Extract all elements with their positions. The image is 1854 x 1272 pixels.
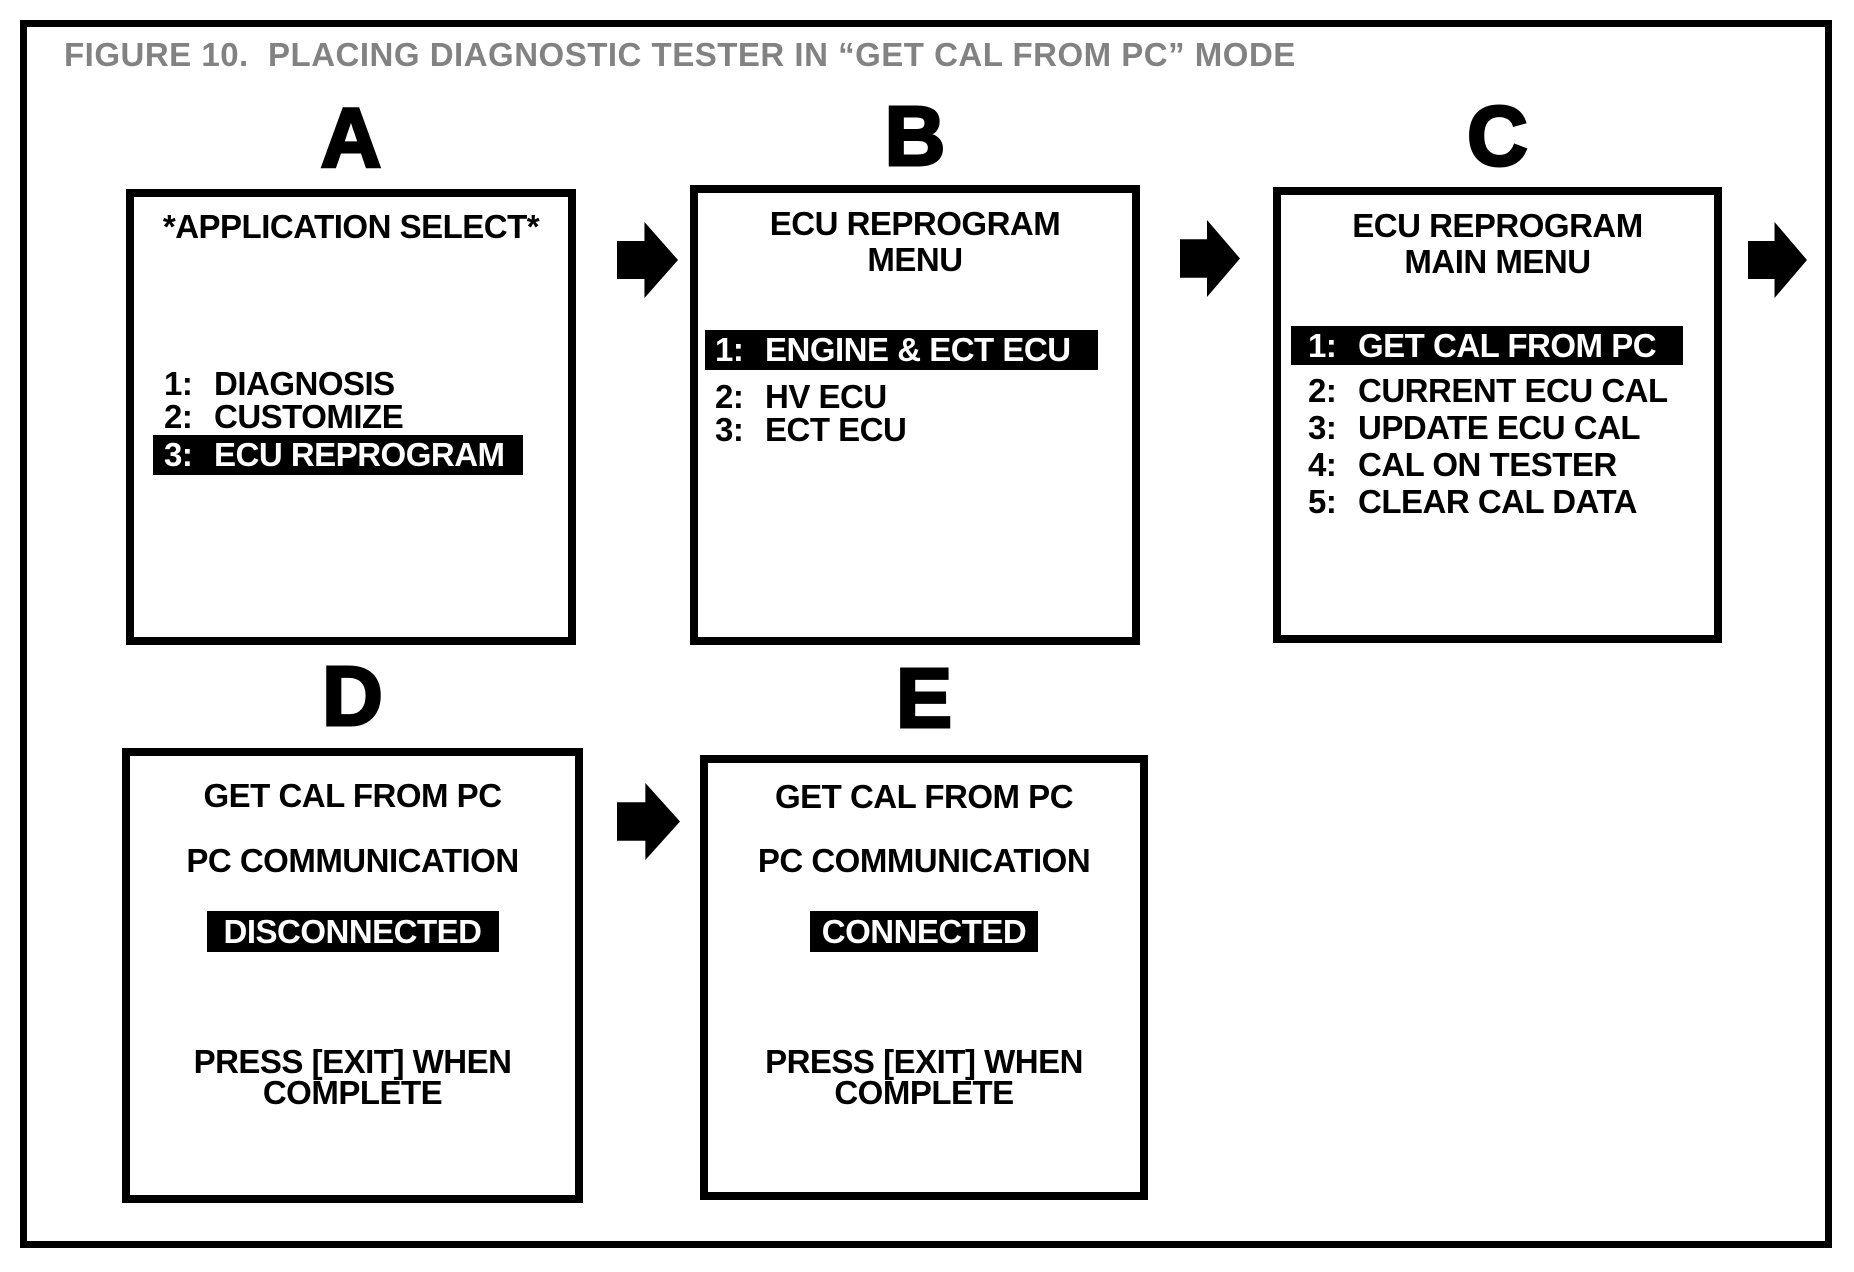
menu-item-label: HV ECU bbox=[765, 377, 887, 415]
menu-item: 2: HV ECU bbox=[715, 377, 887, 415]
screen-title-line2: MAIN MENU bbox=[1404, 243, 1591, 280]
status-badge: DISCONNECTED bbox=[206, 911, 499, 952]
tester-screen-a: *APPLICATION SELECT* 1: DIAGNOSIS 2: CUS… bbox=[126, 189, 576, 645]
screen-title: *APPLICATION SELECT* bbox=[162, 208, 540, 245]
menu-item-label: CUSTOMIZE bbox=[214, 397, 404, 435]
panel-label-e: E bbox=[894, 651, 953, 745]
menu-item-selected: 1: ENGINE & ECT ECU bbox=[705, 330, 1098, 370]
screen-subtitle: PC COMMUNICATION bbox=[186, 842, 519, 879]
footer-line2: COMPLETE bbox=[262, 1074, 443, 1111]
menu-item-label: ECU REPROGRAM bbox=[214, 436, 505, 473]
panel-label-b: B bbox=[883, 89, 947, 183]
application-select-menu: 1: DIAGNOSIS 2: CUSTOMIZE 3: ECU REPROGR… bbox=[153, 364, 523, 475]
tester-screen-d: GET CAL FROM PC PC COMMUNICATION DISCONN… bbox=[122, 748, 583, 1203]
screen-title: GET CAL FROM PC bbox=[774, 778, 1074, 815]
footer-line1: PRESS [EXIT] WHEN bbox=[765, 1043, 1083, 1080]
menu-item: 3: UPDATE ECU CAL bbox=[1308, 408, 1641, 446]
screen-title-line1: ECU REPROGRAM bbox=[769, 205, 1061, 242]
menu-item-label: CURRENT ECU CAL bbox=[1358, 371, 1668, 409]
menu-item-label: CLEAR CAL DATA bbox=[1358, 482, 1637, 520]
menu-item-number: 1: bbox=[164, 364, 193, 402]
menu-item-label: ENGINE & ECT ECU bbox=[765, 331, 1071, 368]
menu-item: 4: CAL ON TESTER bbox=[1308, 446, 1617, 483]
menu-item-selected: 1: GET CAL FROM PC bbox=[1291, 326, 1683, 365]
screen-title: GET CAL FROM PC bbox=[203, 777, 502, 814]
screen-title-line1: ECU REPROGRAM bbox=[1352, 207, 1643, 244]
menu-item-label: ECT ECU bbox=[765, 410, 907, 448]
panel-label-c: C bbox=[1466, 89, 1530, 183]
menu-item-number: 4: bbox=[1308, 445, 1337, 483]
menu-item: 2: CURRENT ECU CAL bbox=[1308, 372, 1668, 409]
menu-item-label: UPDATE ECU CAL bbox=[1358, 408, 1641, 446]
menu-item: 5: CLEAR CAL DATA bbox=[1308, 483, 1637, 520]
menu-item: 1: DIAGNOSIS bbox=[164, 364, 395, 402]
panel-label-d: D bbox=[321, 649, 385, 743]
menu-item-number: 2: bbox=[164, 397, 193, 435]
ecu-reprogram-main-menu: 1: GET CAL FROM PC 2: CURRENT ECU CAL 3:… bbox=[1291, 326, 1683, 520]
menu-item-selected: 3: ECU REPROGRAM bbox=[153, 435, 523, 475]
screen-title-line2: MENU bbox=[867, 241, 963, 278]
figure-title: FIGURE 10. PLACING DIAGNOSTIC TESTER IN … bbox=[64, 36, 1296, 73]
menu-item: 2: CUSTOMIZE bbox=[164, 397, 404, 435]
menu-item-label: CAL ON TESTER bbox=[1358, 445, 1617, 483]
menu-item-number: 3: bbox=[1308, 408, 1337, 446]
menu-item-number: 2: bbox=[1308, 371, 1337, 409]
menu-item-number: 1: bbox=[1308, 326, 1337, 364]
ecu-reprogram-menu: 1: ENGINE & ECT ECU 2: HV ECU 3: ECT ECU bbox=[705, 330, 1098, 448]
footer-line1: PRESS [EXIT] WHEN bbox=[193, 1043, 512, 1080]
menu-item-number: 3: bbox=[164, 436, 193, 473]
screen-subtitle: PC COMMUNICATION bbox=[757, 842, 1091, 879]
menu-item-number: 5: bbox=[1308, 482, 1337, 520]
menu-item: 3: ECT ECU bbox=[715, 410, 907, 448]
menu-item-number: 1: bbox=[715, 331, 744, 368]
menu-item-label: GET CAL FROM PC bbox=[1358, 326, 1657, 364]
menu-item-label: DIAGNOSIS bbox=[214, 364, 395, 402]
menu-item-number: 3: bbox=[715, 410, 744, 448]
menu-item-number: 2: bbox=[715, 377, 744, 415]
panel-label-a: A bbox=[319, 91, 383, 185]
footer-line2: COMPLETE bbox=[834, 1074, 1014, 1111]
tester-screen-e: GET CAL FROM PC PC COMMUNICATION CONNECT… bbox=[700, 755, 1148, 1200]
status-badge: CONNECTED bbox=[810, 911, 1038, 952]
